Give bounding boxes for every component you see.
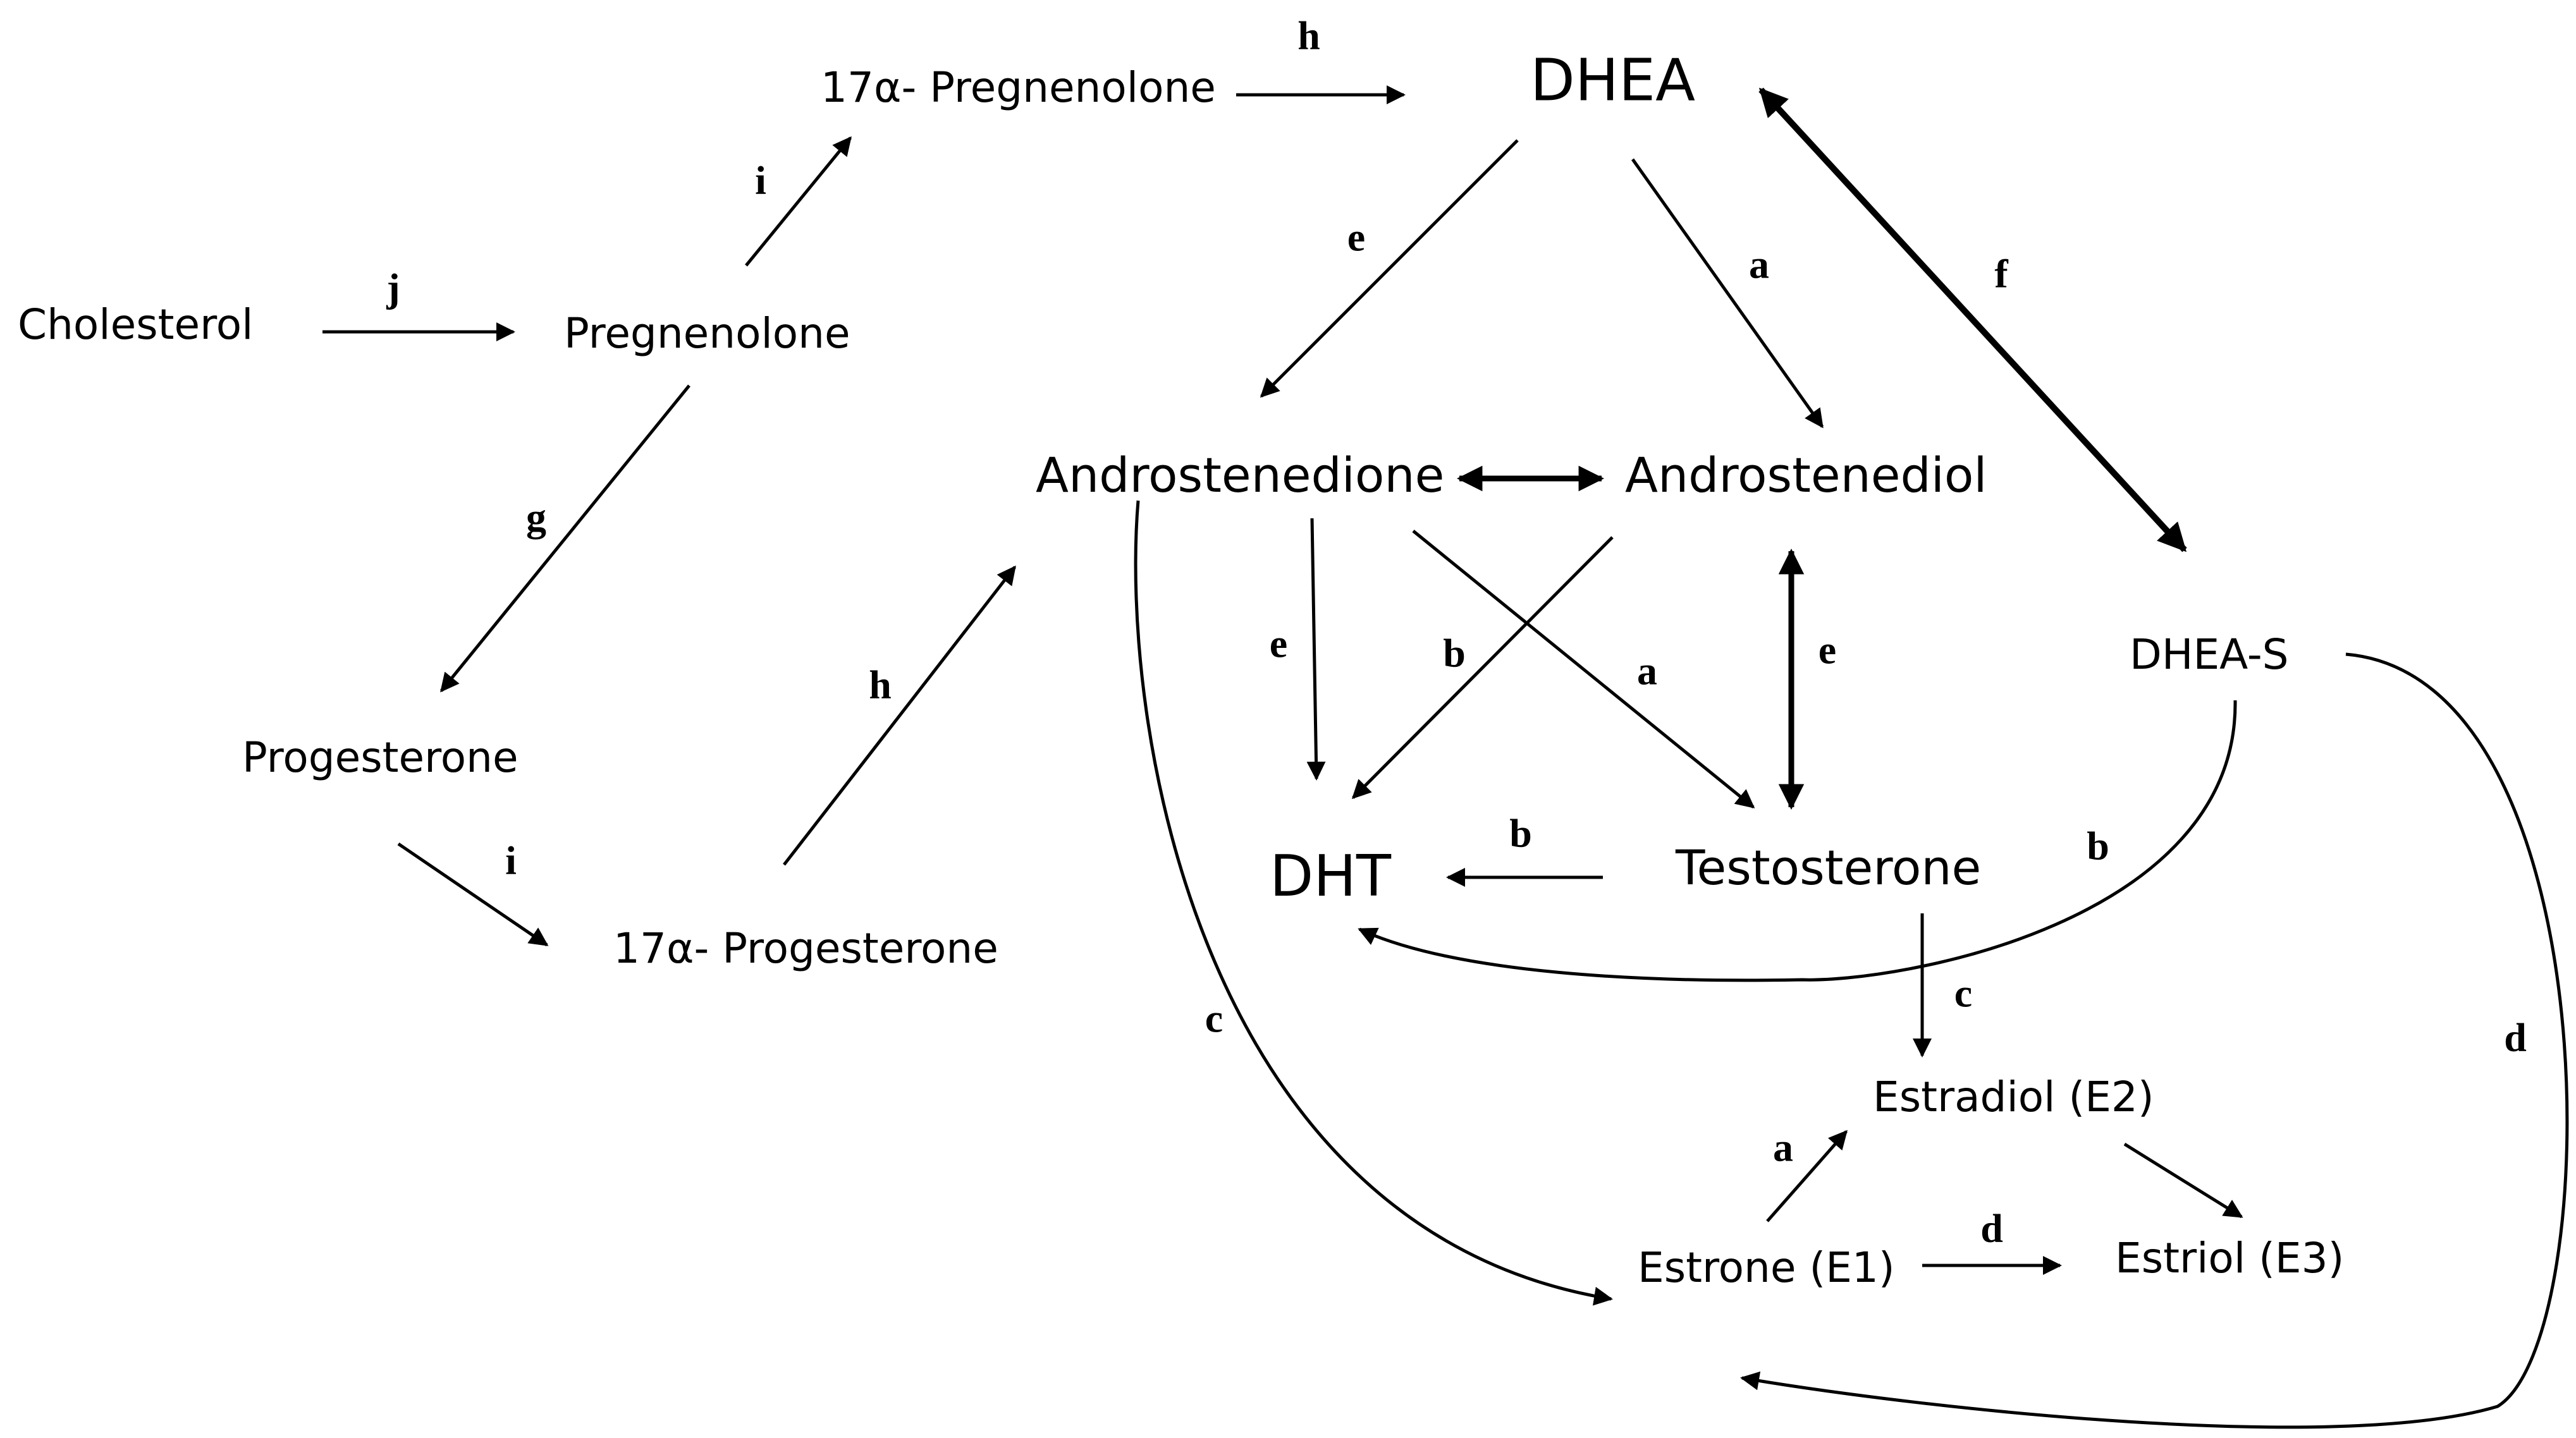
edge-label-a-estrone: a xyxy=(1773,1125,1793,1170)
edge-label-a-dhea: a xyxy=(1749,242,1769,287)
edge-dhea-androstenediol xyxy=(1631,158,1824,429)
edge-label-d-right: d xyxy=(2504,1015,2527,1060)
edge-label-i-top: i xyxy=(755,158,766,203)
edge-androstenediol-dht xyxy=(1351,536,1614,800)
edge-label-h-bottom: h xyxy=(869,662,892,707)
edge-label-d-estrone: d xyxy=(1980,1206,2003,1251)
node-dht: DHT xyxy=(1270,843,1392,910)
edge-progesterone-17a-progesterone xyxy=(397,842,549,947)
edge-label-c-right: c xyxy=(1954,971,1972,1016)
node-testosterone: Testosterone xyxy=(1675,839,1981,896)
edge-label-g: g xyxy=(526,495,546,540)
edge-label-h-top: h xyxy=(1297,13,1320,58)
edge-androstenedione-dht xyxy=(1306,518,1326,781)
edge-dheas-dht xyxy=(1358,700,2237,982)
node-androstenedione: Androstenedione xyxy=(1036,447,1444,503)
node-androstenediol: Androstenediol xyxy=(1625,447,1987,503)
edge-pregnenolone-progesterone xyxy=(440,384,690,693)
edge-estrone-estradiol xyxy=(1766,1130,1848,1222)
node-dhea: DHEA xyxy=(1530,46,1695,114)
edge-pregnenolone-17a-pregnenolone xyxy=(745,136,852,267)
edge-label-e-left: e xyxy=(1270,621,1287,666)
edge-dhea-dheas xyxy=(1758,87,2187,552)
edge-dhea-androstenedione xyxy=(1260,139,1519,398)
node-cholesterol: Cholesterol xyxy=(18,300,254,349)
edge-label-b-testosterone: b xyxy=(1509,811,1532,856)
edge-androstenedione-estrone xyxy=(1134,500,1613,1306)
node-estradiol: Estradiol (E2) xyxy=(1873,1073,2154,1121)
node-estrone: Estrone (E1) xyxy=(1638,1243,1895,1292)
node-pregnenolone: Pregnenolone xyxy=(564,309,850,358)
edge-17a-progesterone-androstenedione xyxy=(783,565,1016,866)
node-dhea-s: DHEA-S xyxy=(2130,630,2289,679)
edge-label-a-cross: a xyxy=(1637,649,1657,693)
edge-label-b-cross: b xyxy=(1443,631,1466,676)
edge-estradiol-estriol xyxy=(2123,1142,2243,1219)
node-estriol: Estriol (E3) xyxy=(2115,1234,2344,1283)
edge-label-c-left: c xyxy=(1205,996,1223,1041)
edge-label-b-dheas: b xyxy=(2087,824,2109,868)
node-progesterone: Progesterone xyxy=(242,733,518,782)
edge-label-f: f xyxy=(1994,252,2008,296)
edge-androstenedione-testosterone xyxy=(1412,530,1755,808)
node-17a-pregnenolone: 17α- Pregnenolone xyxy=(821,63,1216,112)
edge-label-i-bottom: i xyxy=(505,838,517,883)
edge-dheas-estrone xyxy=(1740,652,2569,1429)
edge-label-j: j xyxy=(386,265,400,310)
edge-label-e-dhea: e xyxy=(1347,215,1365,260)
node-17a-progesterone: 17α- Progesterone xyxy=(613,924,998,973)
edge-label-e-right: e xyxy=(1819,628,1836,673)
